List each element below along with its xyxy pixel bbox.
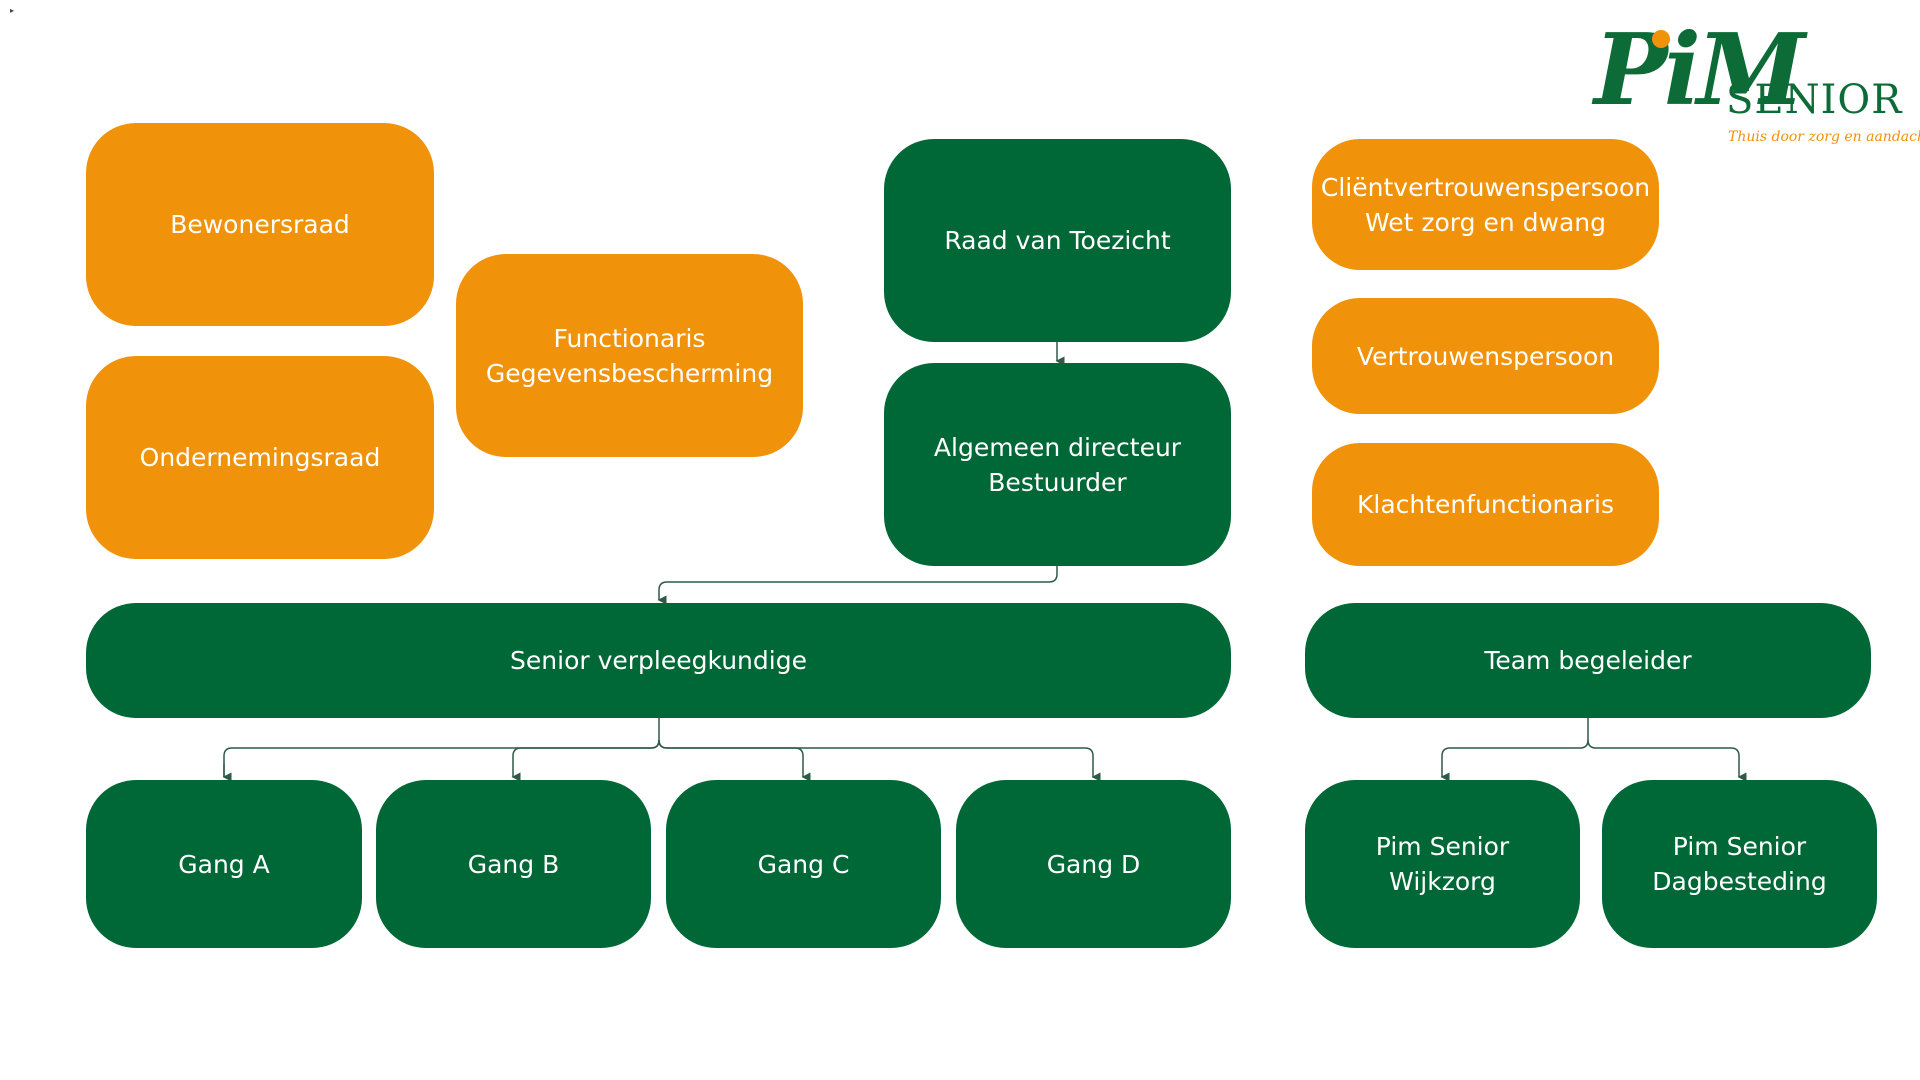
node-gang-a: Gang A [86, 780, 362, 948]
node-team-begeleider: Team begeleider [1305, 603, 1871, 718]
connector-directeur-verpleegkundige [657, 566, 1058, 605]
node-ondernemingsraad: Ondernemingsraad [86, 356, 434, 559]
connector-to-gang-d [658, 739, 1101, 782]
node-functionaris-gegevensbescherming: Functionaris Gegevensbescherming [456, 254, 803, 457]
connector-to-gang-c [658, 739, 811, 782]
logo-dot [1652, 30, 1670, 48]
corner-mark: ▸ [10, 6, 15, 15]
node-gang-b: Gang B [376, 780, 651, 948]
pim-senior-logo: PiM SENIOR Thuis door zorg en aandacht [1586, 18, 1920, 158]
logo-tagline: Thuis door zorg en aandacht [1728, 129, 1920, 145]
node-senior-verpleegkundige: Senior verpleegkundige [86, 603, 1231, 718]
connector-to-gang-b [511, 739, 660, 782]
connector-verpleegkundige-gangs [223, 718, 660, 777]
node-raad-van-toezicht: Raad van Toezicht [884, 139, 1231, 342]
connector-to-wijkzorg [1440, 718, 1589, 782]
logo-word: SENIOR [1726, 77, 1903, 123]
node-gang-d: Gang D [956, 780, 1231, 948]
node-vertrouwenspersoon: Vertrouwenspersoon [1312, 298, 1659, 414]
node-pim-senior-dagbesteding: Pim Senior Dagbesteding [1602, 780, 1877, 948]
node-gang-c: Gang C [666, 780, 941, 948]
connector-to-dagbesteding [1587, 739, 1747, 782]
node-bewonersraad: Bewonersraad [86, 123, 434, 326]
node-clientvertrouwenspersoon: Cliëntvertrouwenspersoon Wet zorg en dwa… [1312, 139, 1659, 270]
node-klachtenfunctionaris: Klachtenfunctionaris [1312, 443, 1659, 566]
logo-brand: PiM [1594, 13, 1805, 128]
node-pim-senior-wijkzorg: Pim Senior Wijkzorg [1305, 780, 1580, 948]
node-algemeen-directeur: Algemeen directeur Bestuurder [884, 363, 1231, 566]
